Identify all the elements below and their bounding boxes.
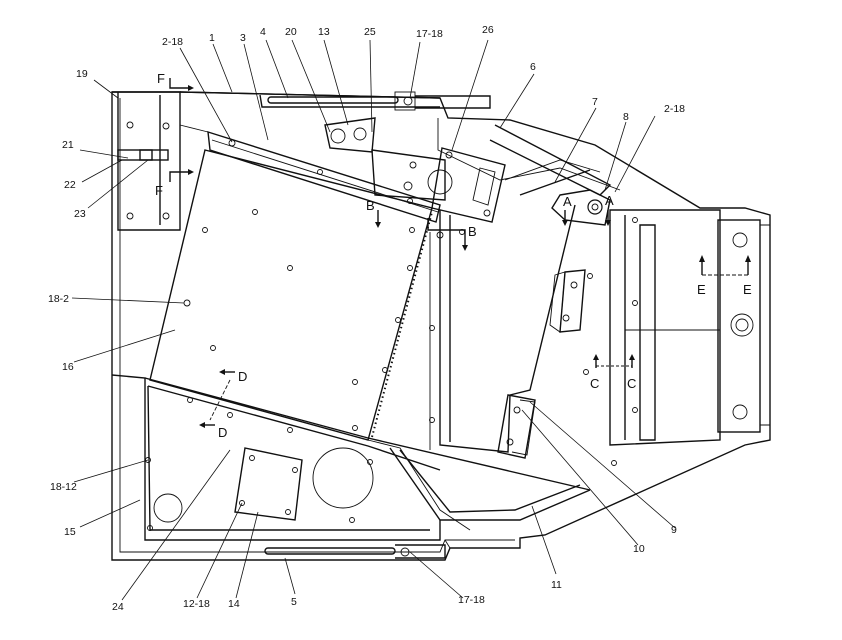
label-part-3: 3	[240, 32, 246, 44]
section-f-top: F	[157, 71, 165, 86]
left-box-19	[112, 91, 209, 231]
upper-plate	[207, 131, 441, 223]
label-part-11: 11	[551, 579, 562, 591]
lower-channel	[144, 377, 591, 531]
section-d-bottom: D	[218, 425, 227, 440]
part-number-labels: 2-18 1 3 4 20 13 25 17-18 26 19 21 22 23…	[48, 24, 685, 613]
section-c-right: C	[627, 376, 636, 391]
label-part-9: 9	[671, 524, 677, 536]
section-d-top: D	[238, 369, 247, 384]
section-b-right: B	[468, 224, 477, 239]
label-part-25: 25	[364, 26, 376, 38]
label-part-19: 19	[76, 68, 88, 80]
label-part-21: 21	[62, 139, 74, 151]
pivot-a	[551, 189, 611, 226]
right-box	[609, 209, 771, 466]
label-part-5: 5	[291, 596, 297, 608]
label-part-2-18-right: 2-18	[664, 103, 685, 115]
leader-lines	[71, 39, 676, 601]
label-part-17-18-top: 17-18	[416, 28, 443, 40]
label-part-6: 6	[530, 61, 536, 73]
label-part-22: 22	[64, 179, 76, 191]
label-part-4: 4	[260, 26, 266, 38]
top-rail	[179, 91, 491, 111]
upper-bracket	[324, 117, 453, 201]
label-part-15: 15	[64, 526, 76, 538]
brace-6	[489, 124, 612, 196]
label-part-10: 10	[633, 543, 645, 555]
label-part-24: 24	[112, 601, 124, 613]
section-e-left: E	[697, 282, 706, 297]
label-part-14: 14	[228, 598, 240, 610]
label-part-18-12: 18-12	[50, 481, 77, 493]
label-part-26: 26	[482, 24, 494, 36]
label-part-8: 8	[623, 111, 629, 123]
section-marks	[169, 78, 751, 428]
label-part-13: 13	[318, 26, 330, 38]
section-c-left: C	[590, 376, 599, 391]
section-a-left: A	[563, 194, 572, 209]
section-f-bottom: F	[155, 183, 163, 198]
right-panel	[429, 204, 593, 453]
center-plate	[149, 149, 433, 441]
section-a-right: A	[605, 193, 614, 208]
label-part-1: 1	[209, 32, 215, 44]
access-cover-14	[234, 447, 303, 521]
right-panel-bracket	[549, 269, 586, 333]
label-part-20: 20	[285, 26, 297, 38]
plate-26	[431, 147, 506, 223]
label-part-2-18: 2-18	[162, 36, 183, 48]
label-part-16: 16	[62, 361, 74, 373]
label-part-17-18-bottom: 17-18	[458, 594, 485, 606]
outer-frame	[111, 91, 771, 561]
label-part-7: 7	[592, 96, 598, 108]
section-e-right: E	[743, 282, 752, 297]
section-letters: F F B B A A C C D D E E	[155, 71, 752, 440]
label-part-12-18: 12-18	[183, 598, 210, 610]
lower-bracket	[497, 394, 536, 459]
label-part-18-2: 18-2	[48, 293, 69, 305]
lower-left-plate	[111, 374, 441, 541]
bottom-rail	[264, 539, 451, 559]
label-part-23: 23	[74, 208, 86, 220]
section-b-left: B	[366, 198, 375, 213]
